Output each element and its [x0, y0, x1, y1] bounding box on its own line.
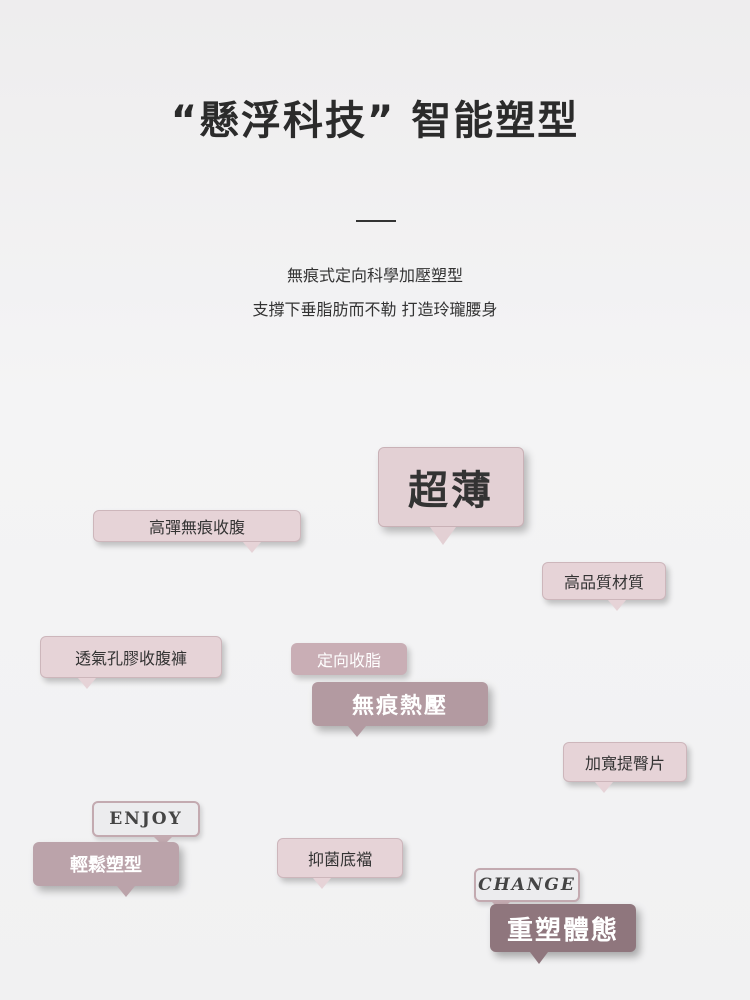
bubble-reshape-label: 重塑體態	[490, 904, 636, 952]
bubble-relax-shape: 輕鬆塑型	[33, 842, 179, 898]
bubble-tail	[78, 678, 96, 689]
bubble-high-quality-label: 高品質材質	[542, 562, 666, 600]
subtitle-line-2: 支撐下垂脂肪而不勒 打造玲瓏腰身	[252, 300, 498, 319]
bubble-breathable: 透氣孔膠收腹褲	[40, 636, 222, 690]
bubble-antibacterial: 抑菌底襠	[277, 838, 403, 890]
bubble-super-thin-label: 超薄	[378, 447, 524, 527]
page-title: “懸浮科技” 智能塑型	[170, 98, 580, 144]
bubble-high-elastic-label: 高彈無痕收腹	[93, 510, 301, 542]
bubble-widened-hip: 加寬提臀片	[563, 742, 687, 794]
bubble-tail	[243, 542, 261, 553]
bubble-tail	[608, 600, 626, 611]
bubble-breathable-label: 透氣孔膠收腹褲	[40, 636, 222, 678]
bubble-tail	[117, 886, 135, 897]
bubble-tail	[530, 952, 548, 964]
bubble-change: CHANGE	[474, 868, 580, 911]
bubble-reshape: 重塑體態	[490, 904, 636, 964]
bubble-tail	[595, 782, 613, 793]
bubble-high-elastic: 高彈無痕收腹	[93, 510, 301, 556]
bubble-widened-hip-label: 加寬提臀片	[563, 742, 687, 782]
bubble-tail	[313, 878, 331, 889]
bubble-change-label: CHANGE	[474, 868, 580, 902]
bubble-antibacterial-label: 抑菌底襠	[277, 838, 403, 878]
bubble-enjoy-label: ENJOY	[92, 801, 200, 837]
bubble-high-quality: 高品質材質	[542, 562, 666, 612]
bubble-super-thin: 超薄	[378, 447, 524, 547]
bubble-targeted: 定向收脂	[291, 643, 407, 677]
bubble-tail	[348, 726, 366, 737]
bubble-relax-shape-label: 輕鬆塑型	[33, 842, 179, 886]
title-divider	[356, 220, 396, 222]
bubble-seamless-press: 無痕熱壓	[312, 682, 488, 738]
bubble-targeted-label: 定向收脂	[291, 643, 407, 675]
bubble-enjoy: ENJOY	[92, 801, 200, 846]
bubble-tail	[430, 527, 456, 545]
bubble-seamless-press-label: 無痕熱壓	[312, 682, 488, 726]
subtitle-line-1: 無痕式定向科學加壓塑型	[286, 266, 463, 285]
bubble-tail	[154, 837, 172, 846]
